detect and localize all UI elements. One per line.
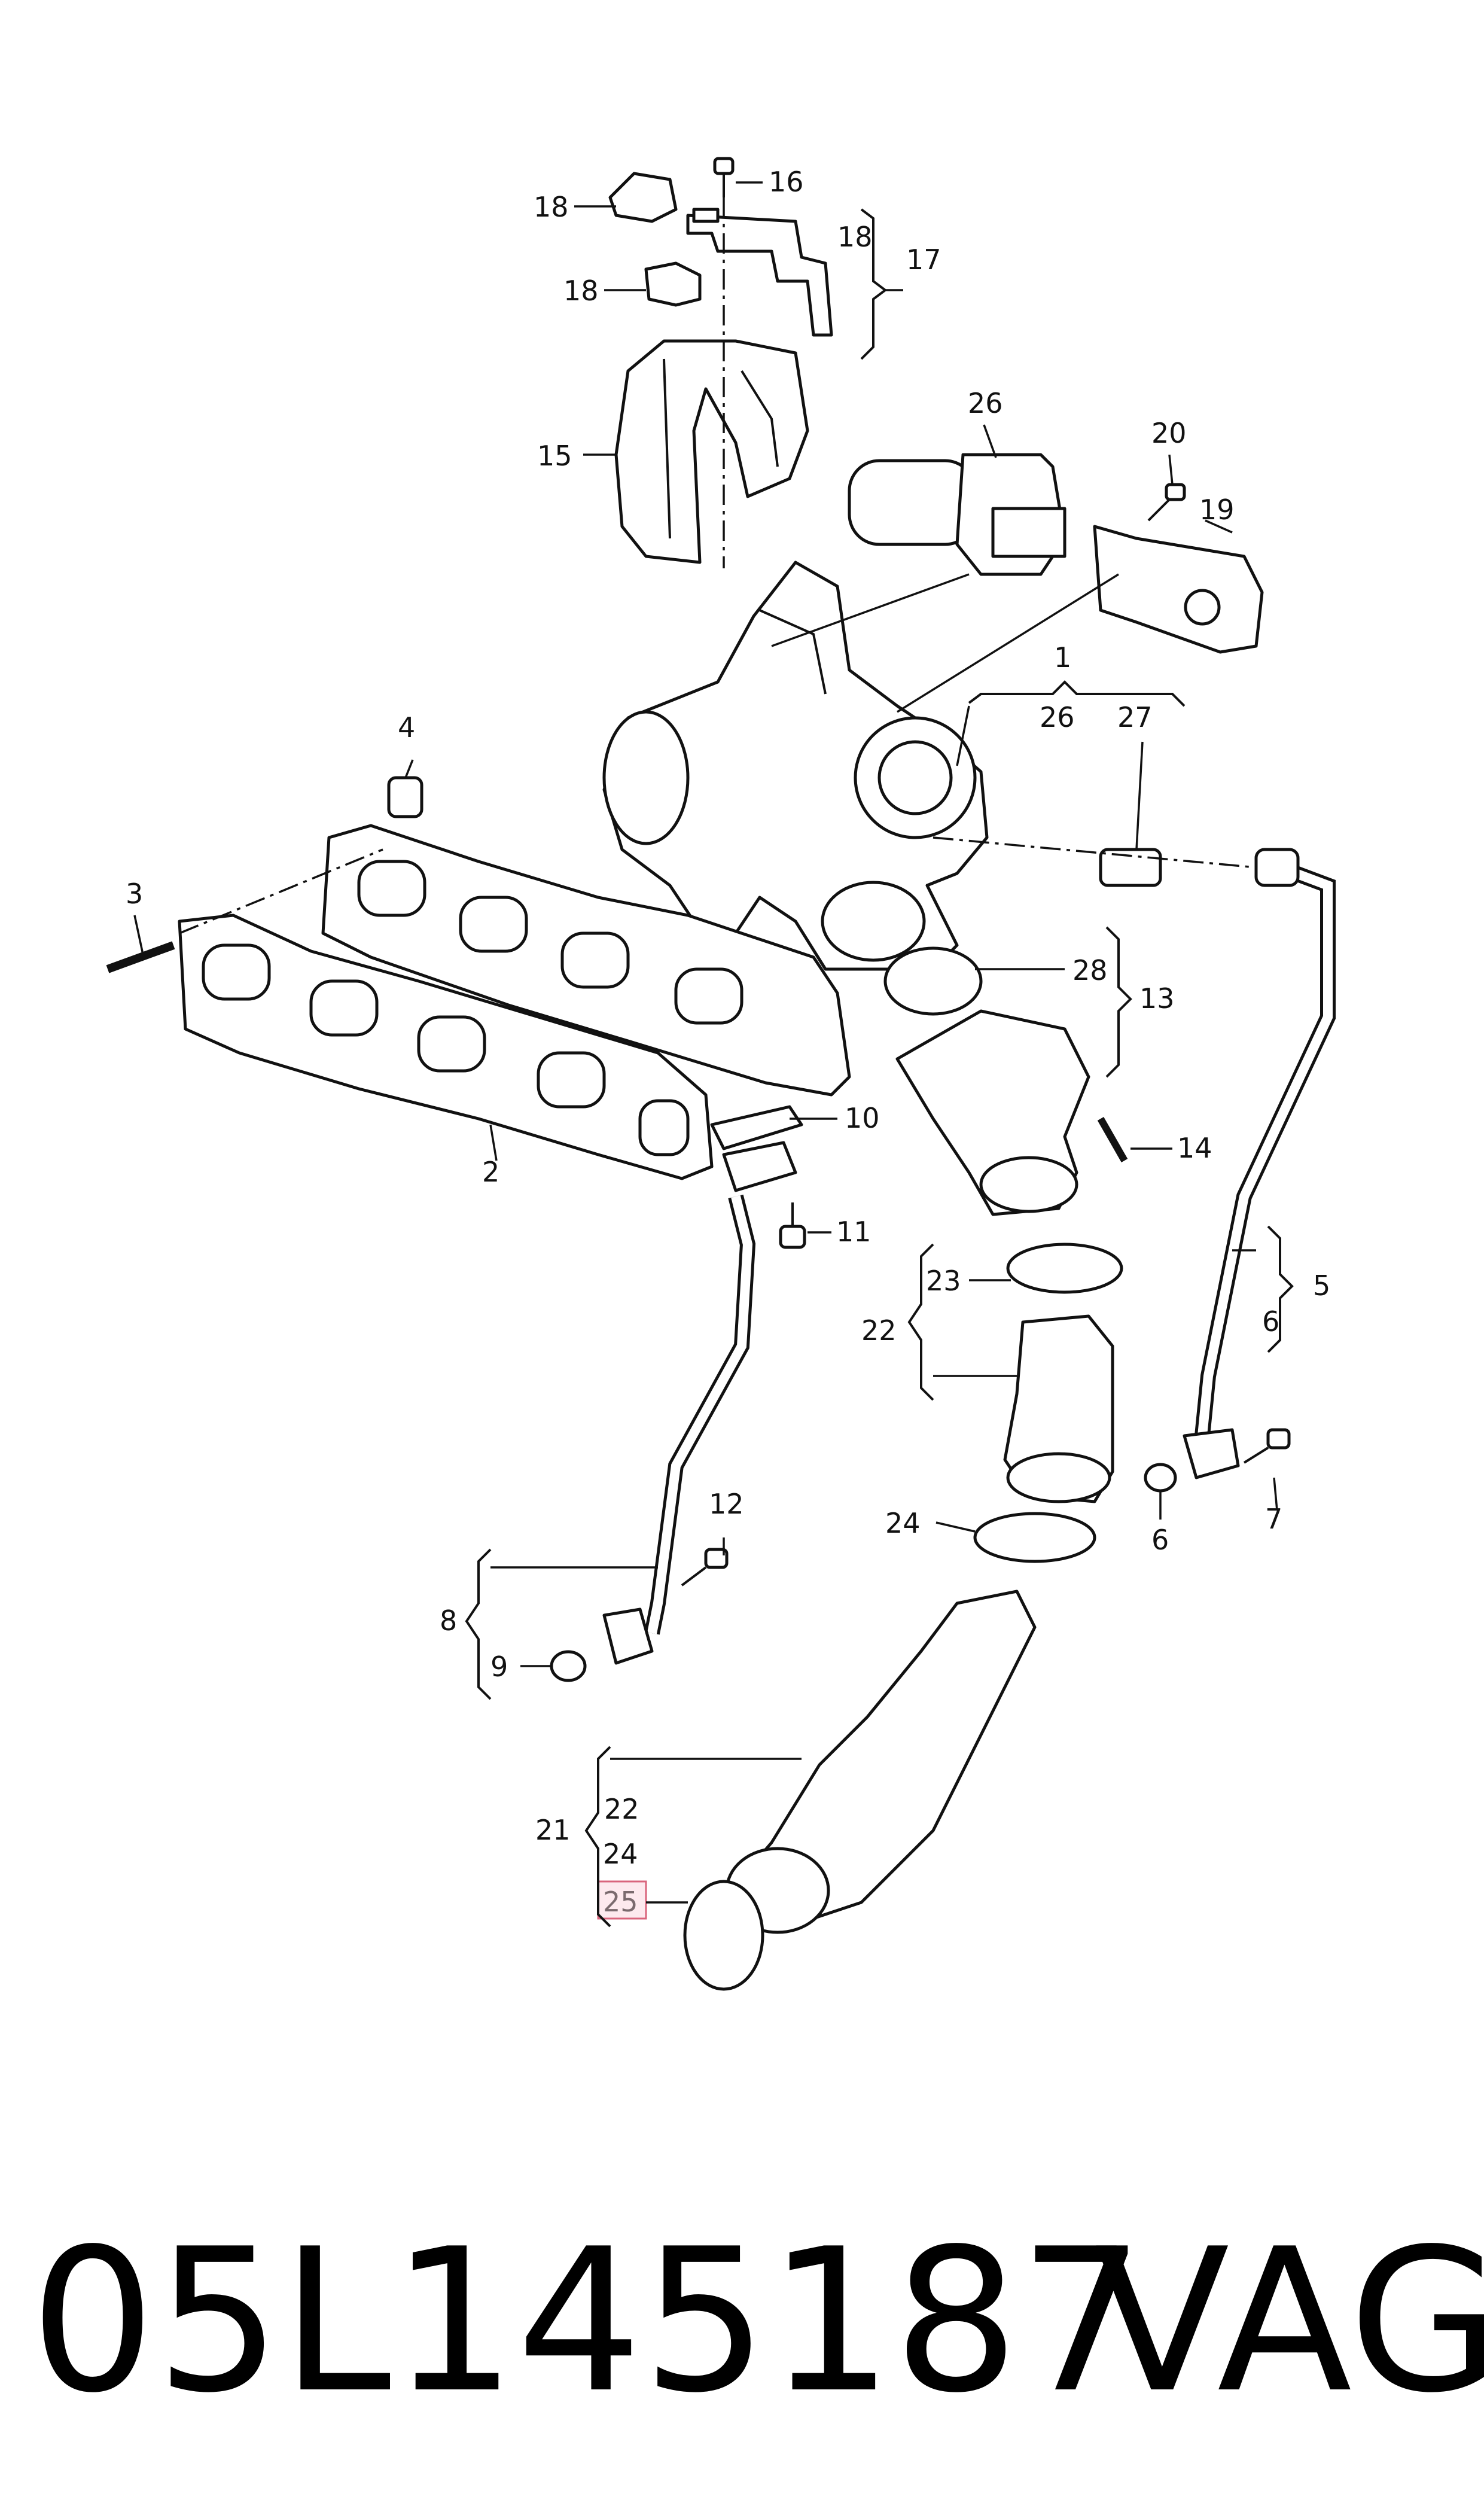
brace-1 bbox=[968, 680, 1186, 707]
brace-13 bbox=[1105, 926, 1132, 1078]
turbocharger-1 bbox=[602, 561, 989, 971]
bolt-11 bbox=[779, 1202, 806, 1249]
banjo-bolt-27 bbox=[1099, 848, 1162, 887]
label-28: 28 bbox=[1072, 954, 1108, 987]
label-16: 16 bbox=[769, 166, 804, 198]
label-6-group: 6 bbox=[1262, 1305, 1279, 1338]
brace-21 bbox=[584, 1746, 802, 1928]
bolt-12 bbox=[681, 1548, 729, 1587]
label-21: 21 bbox=[535, 1814, 571, 1846]
label-1: 1 bbox=[1054, 641, 1071, 674]
label-2: 2 bbox=[482, 1156, 499, 1188]
label-24-clamp: 24 bbox=[885, 1507, 921, 1539]
oil-feed-pipe-5 bbox=[1183, 848, 1336, 1479]
brace-22 bbox=[907, 1243, 1017, 1401]
label-25: 25 bbox=[603, 1886, 638, 1918]
label-10: 10 bbox=[845, 1102, 880, 1134]
clamp-24 bbox=[973, 1512, 1096, 1563]
o-ring-28 bbox=[883, 946, 983, 1016]
label-26-actuator: 26 bbox=[968, 387, 1003, 419]
label-3: 3 bbox=[126, 878, 143, 910]
bracket-19 bbox=[1093, 525, 1264, 654]
heat-shield-bracket bbox=[686, 208, 833, 337]
seal-ring-9 bbox=[550, 1650, 587, 1682]
seal-ring-6 bbox=[1144, 1463, 1177, 1493]
bolt-14 bbox=[1097, 1117, 1128, 1162]
bolt-7 bbox=[1243, 1428, 1291, 1464]
label-19: 19 bbox=[1199, 494, 1235, 526]
label-22-pipe: 22 bbox=[604, 1793, 639, 1825]
label-14: 14 bbox=[1177, 1132, 1212, 1164]
clip-18-lower bbox=[644, 261, 702, 307]
clamp-23 bbox=[1006, 1243, 1123, 1294]
exhaust-manifold bbox=[321, 824, 851, 1097]
manifold-gasket-2 bbox=[178, 914, 714, 1180]
label-20: 20 bbox=[1151, 417, 1187, 449]
part-number: 05L145187 bbox=[30, 2206, 1145, 2436]
label-18-bracket: 18 bbox=[837, 221, 873, 253]
label-18-lower: 18 bbox=[563, 275, 599, 307]
exploded-parts-diagram: 16 18 18 17 18 15 26 20 19 1 26 27 4 3 2… bbox=[106, 157, 1336, 1991]
bolt-16 bbox=[713, 157, 735, 197]
intake-pipe-21 bbox=[725, 1590, 1037, 1934]
label-18-top: 18 bbox=[534, 191, 569, 223]
label-27: 27 bbox=[1117, 701, 1153, 733]
oil-return-pipe-8 bbox=[602, 1194, 756, 1665]
brace-5 bbox=[1267, 1225, 1294, 1353]
label-24-pipe: 24 bbox=[603, 1838, 638, 1870]
nut-4 bbox=[387, 776, 423, 818]
label-26-group: 26 bbox=[1040, 701, 1075, 733]
leader-lines bbox=[133, 181, 1278, 1904]
hose-22 bbox=[1003, 1314, 1114, 1503]
actuator-26 bbox=[848, 453, 1066, 576]
label-4: 4 bbox=[398, 711, 415, 744]
bolt-20 bbox=[1147, 483, 1186, 522]
label-15: 15 bbox=[537, 440, 572, 472]
clip-18-upper bbox=[608, 172, 678, 223]
gasket-10 bbox=[710, 1105, 803, 1192]
label-23: 23 bbox=[926, 1265, 961, 1297]
part-labels: 16 18 18 17 18 15 26 20 19 1 26 27 4 3 2… bbox=[126, 166, 1330, 1918]
elbow-13 bbox=[895, 1009, 1090, 1216]
label-9: 9 bbox=[490, 1651, 508, 1683]
stud-3 bbox=[106, 941, 175, 973]
brand-name: VAG bbox=[1095, 2206, 1484, 2436]
heat-shield-15 bbox=[614, 339, 809, 564]
brace-8 bbox=[465, 1548, 658, 1700]
label-8: 8 bbox=[440, 1604, 457, 1637]
label-7: 7 bbox=[1265, 1503, 1282, 1535]
label-6-seal: 6 bbox=[1151, 1524, 1169, 1556]
label-13: 13 bbox=[1139, 982, 1175, 1015]
seal-25 bbox=[683, 1880, 764, 1991]
label-12: 12 bbox=[709, 1488, 744, 1520]
label-17: 17 bbox=[906, 243, 941, 276]
label-5: 5 bbox=[1313, 1269, 1330, 1302]
label-22-hose: 22 bbox=[861, 1314, 897, 1347]
highlight-box-25 bbox=[597, 1880, 647, 1920]
label-11: 11 bbox=[836, 1216, 871, 1248]
brace-17 bbox=[860, 208, 903, 360]
